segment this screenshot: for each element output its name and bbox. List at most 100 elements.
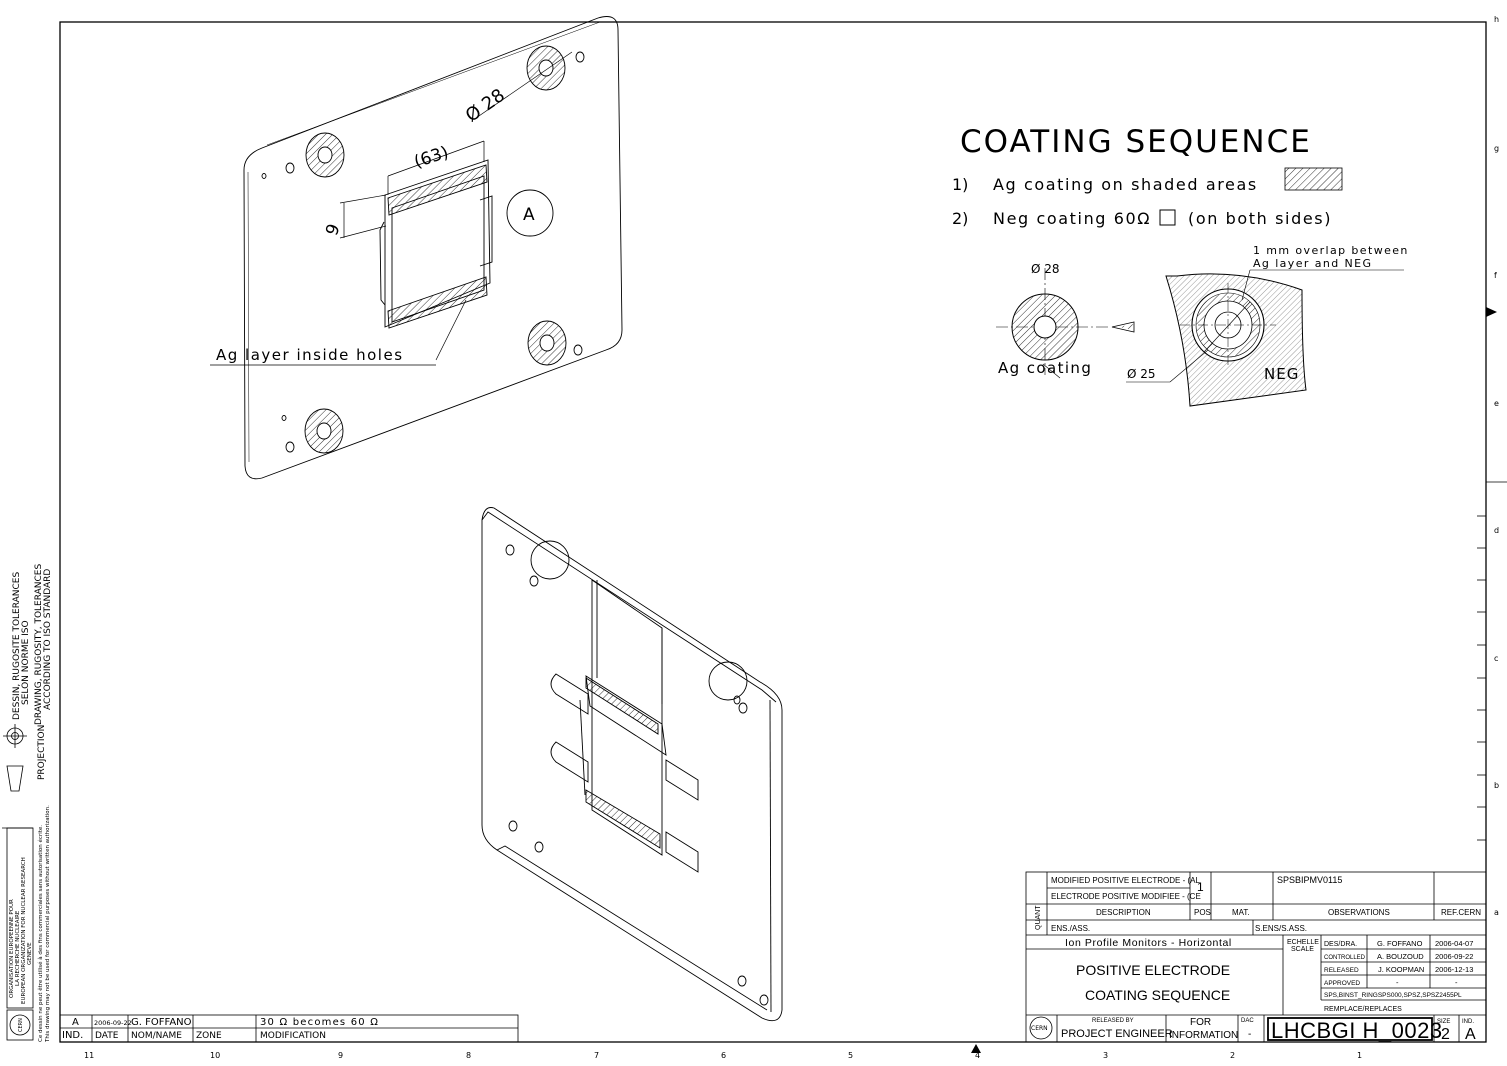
step1-text: Ag coating on shaded areas	[993, 175, 1258, 194]
row-a: a	[1494, 908, 1499, 917]
tb-obs: SPSBIPMV0115	[1277, 875, 1342, 885]
rev-date: 2006-09-22	[94, 1019, 132, 1027]
right-zone-ticks	[1477, 515, 1486, 841]
step2-text: Neg coating 60Ω	[993, 209, 1151, 228]
tb-information: INFORMATION	[1169, 1030, 1238, 1041]
tb-drawing-number: LHCBGI H_0023	[1271, 1018, 1443, 1043]
org-line4: GENEVE	[27, 942, 33, 965]
neg-sample-swatch	[1159, 209, 1176, 226]
rev-name: G. FOFFANO	[131, 1017, 192, 1028]
tb-dac-val: -	[1248, 1029, 1251, 1040]
ag-layer-label: Ag layer inside holes	[216, 346, 404, 364]
border-column-numbers: 11 10 9 8 7 6 5 4 3 2 1	[84, 1051, 1362, 1060]
tb-role-2: RELEASED	[1324, 967, 1359, 974]
tb-name-3: -	[1396, 978, 1399, 987]
detail-a-tag: A	[523, 205, 535, 225]
col-8: 8	[466, 1051, 471, 1060]
title-block-text: MODIFIED POSITIVE ELECTRODE - (AL ELECTR…	[1035, 875, 1481, 1043]
row-f: f	[1494, 271, 1497, 280]
col-9: 9	[338, 1051, 343, 1060]
projection-label: PROJECTION	[37, 725, 47, 780]
dim-63-label: (63)	[412, 143, 451, 173]
coating-notes: COATING SEQUENCE 1) Ag coating on shaded…	[952, 124, 1343, 228]
dia-28-top-label: Ø 28	[462, 85, 509, 127]
dim-9-label: 9	[322, 221, 344, 238]
cern-logo-left-text: CERN	[18, 1018, 24, 1032]
tolerance-note: DESSIN, RUGOSITE TOLERANCES SELON NORME …	[12, 564, 53, 780]
revision-table	[59, 1014, 519, 1043]
tb-dac: DAC	[1241, 1018, 1254, 1024]
tb-h-ref: REF.CERN	[1441, 908, 1481, 917]
col-11: 11	[84, 1051, 94, 1060]
tb-name-0: G. FOFFANO	[1377, 939, 1423, 948]
col-4: 4	[975, 1051, 980, 1060]
centering-arrow-right	[1486, 307, 1497, 317]
tb-released-by: RELEASED BY	[1092, 1018, 1134, 1024]
org-line2: LA RECHERCHE NUCLEAIRE	[15, 910, 21, 986]
neg-label: NEG	[1264, 365, 1299, 383]
rev-h-mod: MODIFICATION	[260, 1031, 326, 1041]
cern-logo-titleblock-icon: CERN	[1029, 1016, 1053, 1040]
col-5: 5	[848, 1051, 853, 1060]
tb-size-label: SIZE	[1437, 1019, 1450, 1025]
tb-desc-2: ELECTRODE POSITIVE MODIFIEE - (CE	[1051, 892, 1201, 901]
cern-logo-left-icon: CERN	[6, 1009, 34, 1041]
row-h: h	[1494, 15, 1499, 24]
legal-fr: Ce dessin ne peut être utilisé à des fin…	[37, 825, 44, 1042]
overlap-note-line2: Ag layer and NEG	[1253, 257, 1372, 270]
projection-symbol-icon	[3, 724, 27, 792]
row-c: c	[1494, 654, 1498, 663]
tb-sens: S.ENS/S.ASS.	[1255, 924, 1307, 933]
tb-echelle: ECHELLE	[1287, 939, 1319, 946]
centering-arrow-bottom	[971, 1044, 981, 1053]
tb-h-quant: QUANT	[1035, 905, 1042, 930]
org-line3: EUROPEAN ORGANIZATION FOR NUCLEAR RESEAR…	[21, 857, 27, 1004]
top-dimensions	[210, 51, 573, 366]
tb-ind-label: IND.	[1462, 1019, 1474, 1025]
title-block-lines	[1025, 871, 1487, 1043]
legal-text: Ce dessin ne peut être utilisé à des fin…	[37, 805, 51, 1043]
tb-date-3: -	[1455, 978, 1458, 987]
tb-ens: ENS./ASS.	[1051, 924, 1090, 933]
tb-released-role: PROJECT ENGINEER	[1061, 1028, 1173, 1040]
tb-name-2: J. KOOPMAN	[1378, 965, 1424, 974]
detail-dia28-label: Ø 28	[1031, 262, 1060, 276]
tol-fr-1: DESSIN, RUGOSITE TOLERANCES	[12, 572, 22, 720]
step2-tail: (on both sides)	[1188, 209, 1332, 228]
revision-values: A 2006-09-22 G. FOFFANO 30 Ω becomes 60 …	[62, 1017, 379, 1041]
detail-a-circle	[506, 189, 554, 237]
org-line1: ORGANISATION EUROPEENNE POUR	[9, 899, 15, 998]
dia25-label: Ø 25	[1127, 367, 1156, 381]
sheet-frame	[59, 21, 1487, 1043]
tb-title-2: COATING SEQUENCE	[1085, 987, 1230, 1003]
tb-role-0: DES/DRA.	[1324, 941, 1357, 948]
isometric-plate-top	[243, 16, 623, 480]
tb-title-1: POSITIVE ELECTRODE	[1076, 962, 1230, 978]
tb-h-desc: DESCRIPTION	[1096, 908, 1151, 917]
step1-number: 1)	[952, 175, 968, 194]
row-d: d	[1494, 526, 1499, 535]
top-holes	[261, 45, 585, 454]
row-e: e	[1494, 399, 1499, 408]
detail-neg-zone	[1126, 269, 1404, 407]
org-box	[6, 827, 34, 1009]
detail-ring-small	[996, 268, 1135, 379]
col-10: 10	[210, 1051, 220, 1060]
isometric-plate-bottom	[481, 507, 783, 1022]
tb-date-2: 2006-12-13	[1435, 965, 1473, 974]
tol-en-2: ACCORDING TO ISO STANDARD	[43, 569, 53, 710]
shaded-sample-swatch	[1284, 167, 1343, 191]
col-7: 7	[594, 1051, 599, 1060]
tb-name-1: A. BOUZOUD	[1377, 952, 1424, 961]
row-g: g	[1494, 144, 1499, 153]
tb-desc-1: MODIFIED POSITIVE ELECTRODE - (AL	[1051, 876, 1200, 885]
tb-pos: 1	[1197, 880, 1204, 894]
tb-ind: A	[1465, 1026, 1476, 1043]
tb-for: FOR	[1190, 1017, 1211, 1028]
step2-number: 2)	[952, 209, 968, 228]
rev-modification: 30 Ω becomes 60 Ω	[260, 1017, 379, 1028]
tol-en-1: DRAWING, RUGOSITY, TOLERANCES	[34, 564, 44, 725]
cern-logo-tb-text: CERN	[1031, 1025, 1048, 1032]
rev-h-name: NOM/NAME	[131, 1031, 182, 1041]
